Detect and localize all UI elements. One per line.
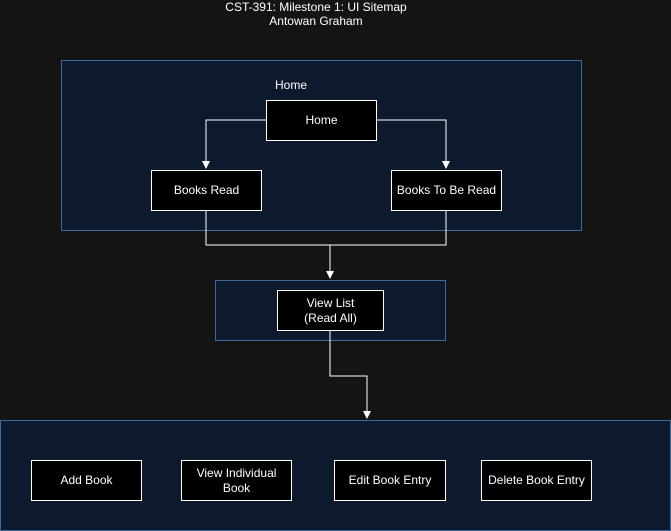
books-to-be-read-node-label: Books To Be Read: [396, 183, 497, 197]
add-book-node-label: Add Book: [60, 473, 113, 487]
view-list-node[interactable]: View List (Read All): [277, 290, 384, 331]
books-read-node[interactable]: Books Read: [151, 170, 262, 211]
view-individual-book-node-line1: View Individual: [196, 465, 277, 480]
edit-book-entry-node[interactable]: Edit Book Entry: [334, 460, 446, 501]
books-read-node-label: Books Read: [173, 183, 240, 197]
add-book-node[interactable]: Add Book: [31, 460, 142, 501]
home-node-label: Home: [305, 113, 338, 127]
diagram-author: Antowan Graham: [269, 14, 363, 28]
books-to-be-read-node[interactable]: Books To Be Read: [391, 170, 502, 211]
delete-book-entry-node-label: Delete Book Entry: [488, 473, 585, 487]
view-list-node-line2: (Read All): [304, 310, 357, 325]
edit-book-entry-node-label: Edit Book Entry: [348, 473, 432, 487]
diagram-title: CST-391: Milestone 1: UI Sitemap Antowan…: [0, 0, 632, 28]
delete-book-entry-node[interactable]: Delete Book Entry: [481, 460, 592, 501]
view-individual-book-node[interactable]: View Individual Book: [181, 460, 292, 501]
home-group: [61, 60, 582, 231]
diagram-title-line1: CST-391: Milestone 1: UI Sitemap: [225, 0, 407, 14]
view-list-node-line1: View List: [306, 295, 355, 310]
home-node[interactable]: Home: [266, 100, 377, 141]
home-group-label: Home: [275, 78, 308, 92]
view-individual-book-node-line2: Book: [222, 480, 251, 495]
edge-view-list-to-actions: [329, 330, 371, 419]
